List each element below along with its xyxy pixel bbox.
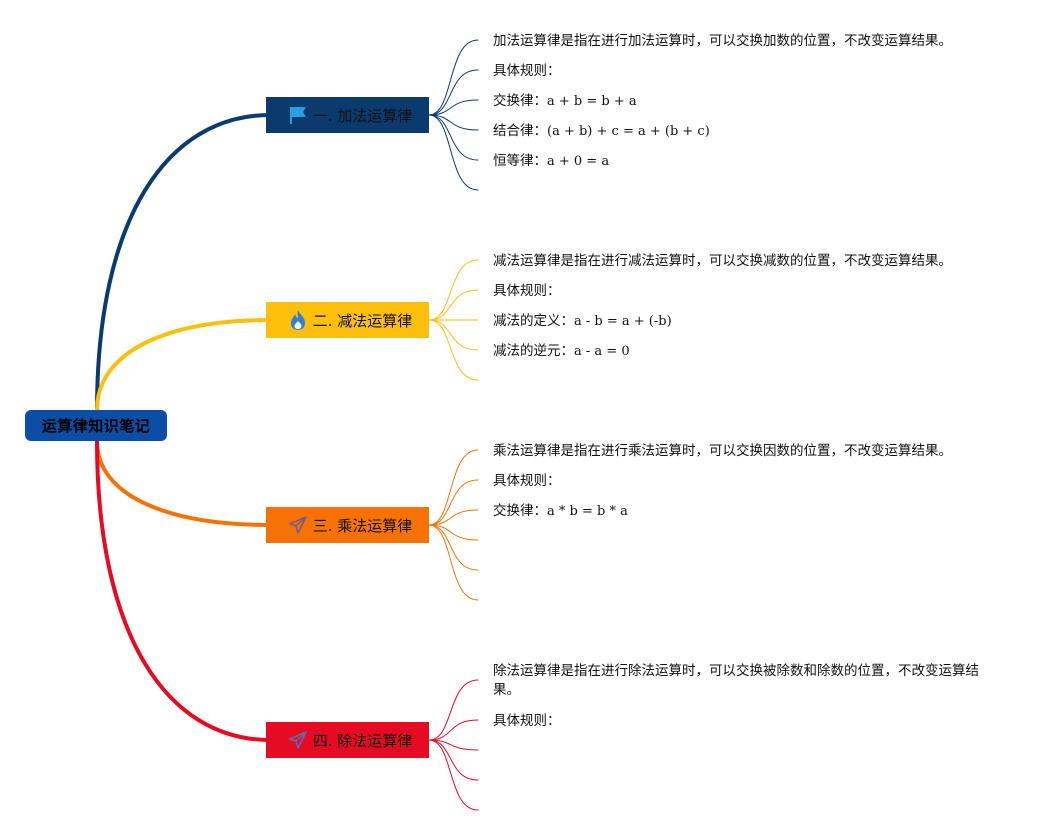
leaf-connector [428, 69, 479, 116]
leaf-formula[interactable]: 交换律：a + b = b + a [493, 93, 637, 109]
paper-plane-icon [287, 514, 309, 536]
leaf-formula[interactable]: 恒等律：a + 0 = a [493, 153, 610, 169]
leaf-text[interactable]: 具体规则： [493, 473, 561, 489]
leaf-connector [428, 39, 479, 116]
leaf-formula[interactable]: 交换律：a * b = b * a [493, 503, 628, 519]
leaf-connector [428, 479, 479, 526]
leaf-connector [428, 114, 479, 131]
branch-connector [95, 113, 272, 412]
leaf-connector [428, 739, 479, 781]
leaf-text[interactable]: 乘法运算律是指在进行乘法运算时，可以交换因数的位置，不改变运算结果。 [493, 443, 952, 459]
leaf-connector [428, 289, 479, 321]
branch-label: 一. 加法运算律 [312, 106, 413, 125]
branch-label: 四. 除法运算律 [312, 731, 413, 750]
leaf-connector [428, 739, 479, 811]
branch-node-division[interactable]: 四. 除法运算律 [266, 722, 429, 758]
leaf-connector [428, 524, 479, 601]
branch-connector [95, 439, 272, 742]
leaf-connector [428, 719, 479, 741]
branch-connector [95, 439, 272, 527]
leaf-connector [428, 259, 479, 321]
flag-icon [287, 104, 309, 126]
paper-plane-icon [287, 729, 309, 751]
leaf-formula[interactable]: 结合律：(a + b) + c = a + (b + c) [493, 123, 710, 139]
leaf-connector [428, 99, 479, 116]
leaf-text[interactable]: 具体规则： [493, 63, 561, 79]
branch-label: 三. 乘法运算律 [312, 516, 413, 535]
leaf-formula[interactable]: 减法的逆元：a - a = 0 [493, 343, 630, 359]
leaf-connector [428, 524, 479, 541]
leaf-text[interactable]: 具体规则： [493, 283, 561, 299]
root-node[interactable]: 运算律知识笔记 [25, 410, 167, 441]
fire-icon [287, 309, 309, 331]
branch-node-subtraction[interactable]: 二. 减法运算律 [266, 302, 429, 338]
leaf-connector [428, 524, 479, 571]
branch-connector [95, 318, 272, 412]
leaf-connector [428, 114, 479, 191]
leaf-connector [428, 449, 479, 526]
root-label: 运算律知识笔记 [41, 417, 151, 435]
leaf-connector [428, 739, 479, 751]
branch-label: 二. 减法运算律 [312, 311, 413, 330]
leaf-connector [428, 509, 479, 526]
leaf-connector [428, 319, 479, 381]
leaf-text[interactable]: 除法运算律是指在进行除法运算时，可以交换被除数和除数的位置，不改变运算结果。 [493, 663, 979, 698]
branch-node-addition[interactable]: 一. 加法运算律 [266, 97, 429, 133]
leaf-text[interactable]: 具体规则： [493, 713, 561, 729]
leaf-connector [428, 114, 479, 161]
leaf-connector [428, 319, 479, 351]
branch-node-multiplication[interactable]: 三. 乘法运算律 [266, 507, 429, 543]
leaf-text[interactable]: 减法运算律是指在进行减法运算时，可以交换减数的位置，不改变运算结果。 [493, 253, 952, 269]
leaf-text[interactable]: 加法运算律是指在进行加法运算时，可以交换加数的位置，不改变运算结果。 [493, 33, 952, 49]
leaf-formula[interactable]: 减法的定义：a - b = a + (-b) [493, 313, 672, 329]
leaf-connector [428, 679, 479, 741]
